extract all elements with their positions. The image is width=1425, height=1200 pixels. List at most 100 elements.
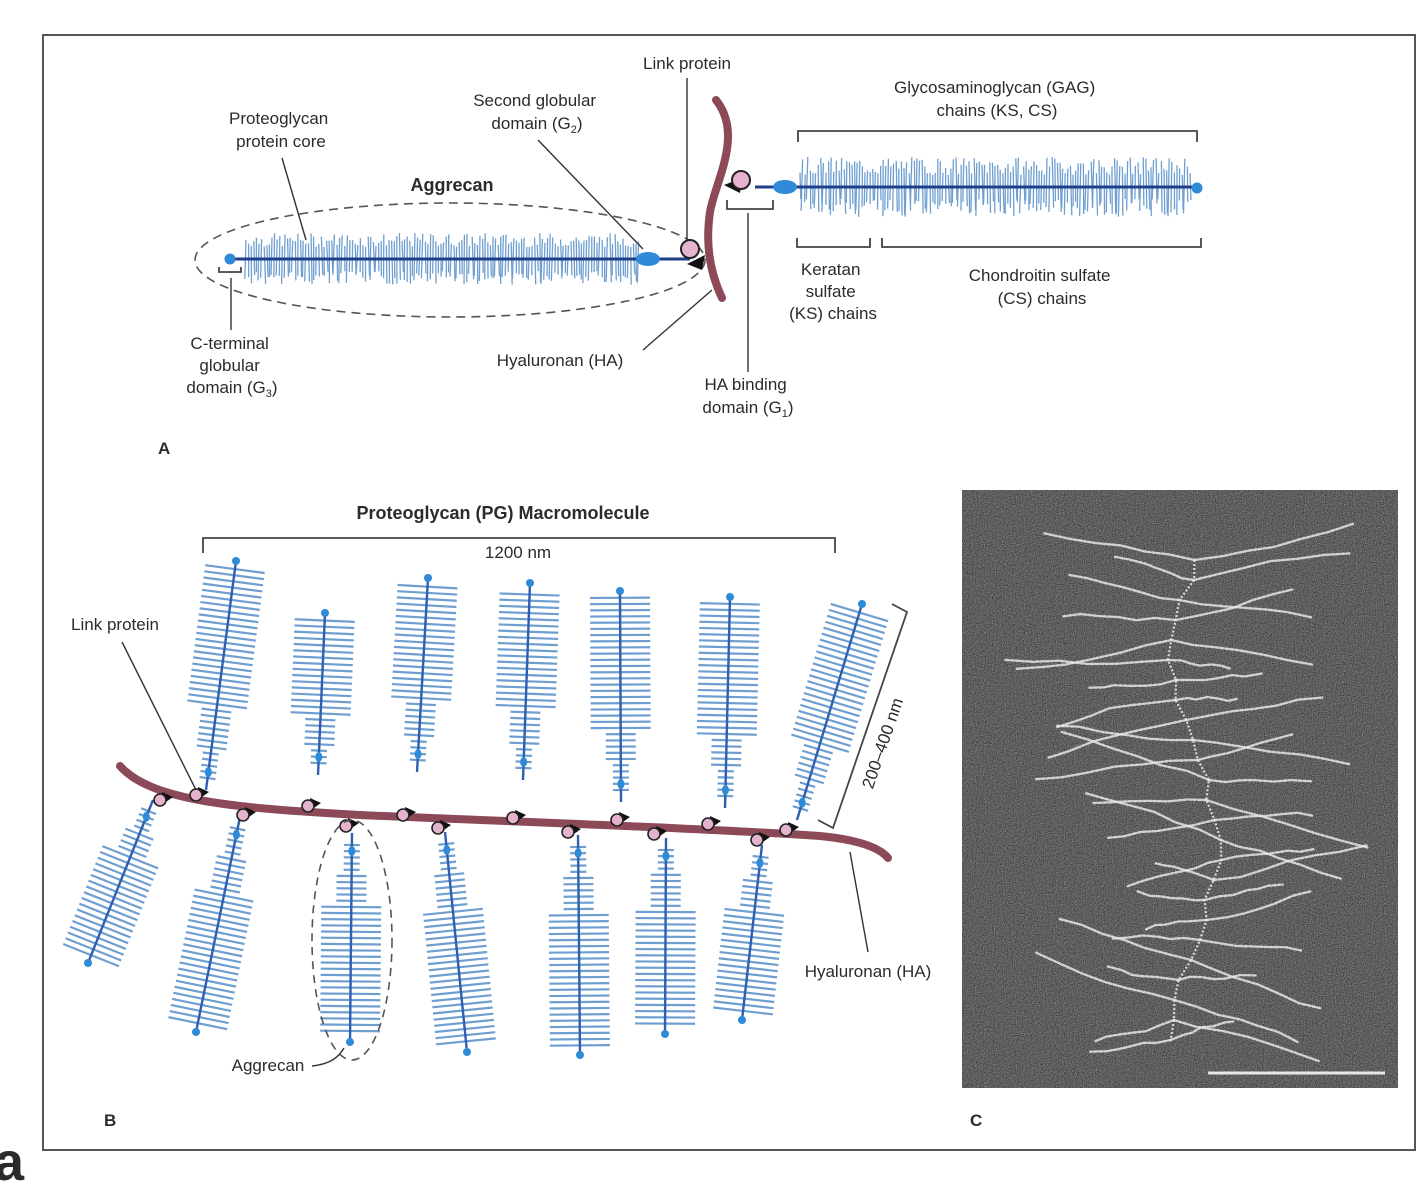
panel-b: Proteoglycan (PG) Macromolecule 1200 nm … [62, 503, 931, 1130]
em-strand [1205, 890, 1313, 922]
g3-domain [321, 609, 329, 617]
gag-bristle [348, 240, 351, 272]
gag-bristle [1054, 158, 1057, 202]
em-strand [1174, 588, 1294, 622]
label-core: Proteoglycan protein core [229, 109, 333, 151]
gag-bristle [280, 245, 284, 284]
g3-bracket [218, 267, 242, 273]
gag-bristle [1084, 174, 1087, 210]
g2-domain [443, 844, 451, 855]
aggrecan-core [663, 837, 668, 1035]
gag-bristle [288, 237, 291, 273]
aggrecan-core [415, 577, 430, 773]
gag-bristle [1108, 174, 1112, 204]
em-strand [1189, 958, 1324, 1010]
gag-bristle [340, 235, 343, 274]
gag-bristle [331, 240, 334, 273]
gag-bristle [546, 238, 549, 277]
micrograph-strands [1002, 522, 1370, 1063]
gag-bristle [1029, 166, 1033, 205]
gag-bristle [455, 246, 458, 279]
gag-bristle [996, 164, 1000, 203]
aggrecan-outline [194, 202, 706, 318]
gag-bristle [1018, 174, 1022, 214]
em-strand [1154, 862, 1215, 882]
g2-domain [574, 847, 582, 858]
gag-bristle [401, 240, 405, 273]
label-link-a: Link protein [643, 54, 731, 73]
length-bracket [202, 537, 836, 553]
em-strand [1015, 638, 1173, 670]
em-strand [1203, 883, 1284, 902]
panel-a: Aggrecan Proteoglycan protein core Secon… [158, 54, 1203, 458]
gag-bristle [925, 173, 929, 213]
gag-bristle [1025, 161, 1027, 201]
gag-bristle [962, 158, 965, 203]
link-protein-a-left [680, 239, 700, 259]
g3-domain [661, 1030, 669, 1038]
g3-domain [858, 600, 866, 608]
gag-bristle [372, 241, 376, 273]
gag-bristle [800, 159, 804, 211]
em-strand [1219, 838, 1342, 880]
gag-bristle [955, 157, 958, 201]
g3-domain [526, 579, 534, 587]
gag-bristle [1056, 162, 1060, 201]
gag-bristle [813, 173, 817, 208]
gag-bristle [1012, 166, 1015, 216]
gag-bristle [1063, 173, 1066, 215]
hyaluronan-a [704, 96, 732, 302]
em-strand [1166, 658, 1233, 671]
g2-domain [232, 829, 240, 840]
em-strand [1174, 672, 1263, 682]
em-strand [1220, 847, 1316, 862]
gag-bristle [263, 246, 267, 285]
gag-bristle [614, 234, 617, 281]
em-strand [1067, 573, 1181, 602]
aggrecan-core [316, 612, 327, 776]
panel-b-letter: B [104, 1111, 116, 1130]
g3-domain-left [224, 253, 236, 265]
gag-bristle [805, 157, 809, 200]
gag-bristle [504, 234, 507, 276]
em-strand [1106, 965, 1180, 982]
em-strand [1105, 818, 1216, 840]
gag-bristle [970, 173, 973, 213]
aggrecan-core [194, 816, 242, 1033]
g3-domain [576, 1051, 584, 1059]
g3-domain [616, 587, 624, 595]
link-protein [236, 808, 250, 822]
link-protein [506, 811, 520, 825]
gag-bristle [533, 237, 537, 285]
gag-bristle [543, 242, 546, 280]
gag-bristle [257, 243, 260, 281]
link-protein [750, 833, 764, 847]
gag-bristle [1061, 168, 1064, 209]
leader-aggrecan-b [311, 1047, 345, 1067]
gag-bristle [390, 240, 394, 285]
em-strand [1083, 791, 1222, 842]
panel-c-letter: C [970, 1111, 982, 1130]
aggrecan-outline-b [311, 819, 393, 1061]
g2-domain [721, 785, 729, 796]
gag-bristle [561, 245, 564, 276]
gag-bristle [420, 233, 424, 279]
g2-domain [798, 797, 806, 808]
gag-bristle [453, 245, 456, 282]
g3-domain [738, 1016, 746, 1024]
g2-domain [662, 850, 670, 861]
gag-bristle [413, 233, 416, 281]
g3-domain [232, 557, 240, 565]
g2-domain [520, 757, 528, 768]
em-strand [1174, 695, 1238, 703]
gag-bristle [832, 171, 835, 212]
gag-bristle [307, 243, 311, 282]
leader-g2 [537, 139, 644, 250]
em-strand [1144, 918, 1208, 931]
em-strand [1113, 555, 1196, 582]
em-strand [1111, 934, 1202, 942]
em-strand [1134, 889, 1206, 902]
link-protein [561, 825, 575, 839]
leader-ha-a [642, 289, 713, 351]
